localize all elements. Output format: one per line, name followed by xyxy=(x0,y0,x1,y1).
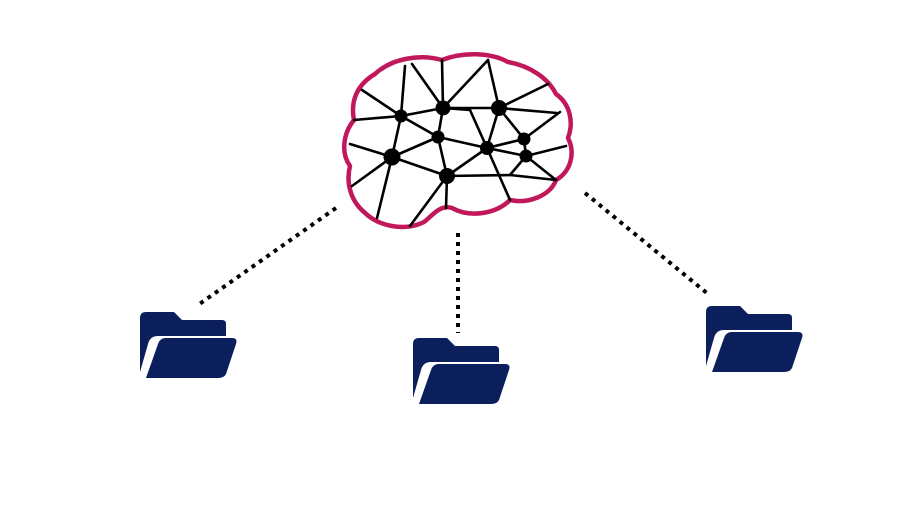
connector-left xyxy=(196,206,338,307)
connector-right xyxy=(583,191,710,296)
folder-icon xyxy=(140,312,237,378)
neural-nodes xyxy=(383,100,533,184)
folder-icon xyxy=(706,306,803,372)
folder-icon xyxy=(413,338,510,404)
brain-network-icon xyxy=(341,52,574,230)
connectors xyxy=(196,191,710,333)
